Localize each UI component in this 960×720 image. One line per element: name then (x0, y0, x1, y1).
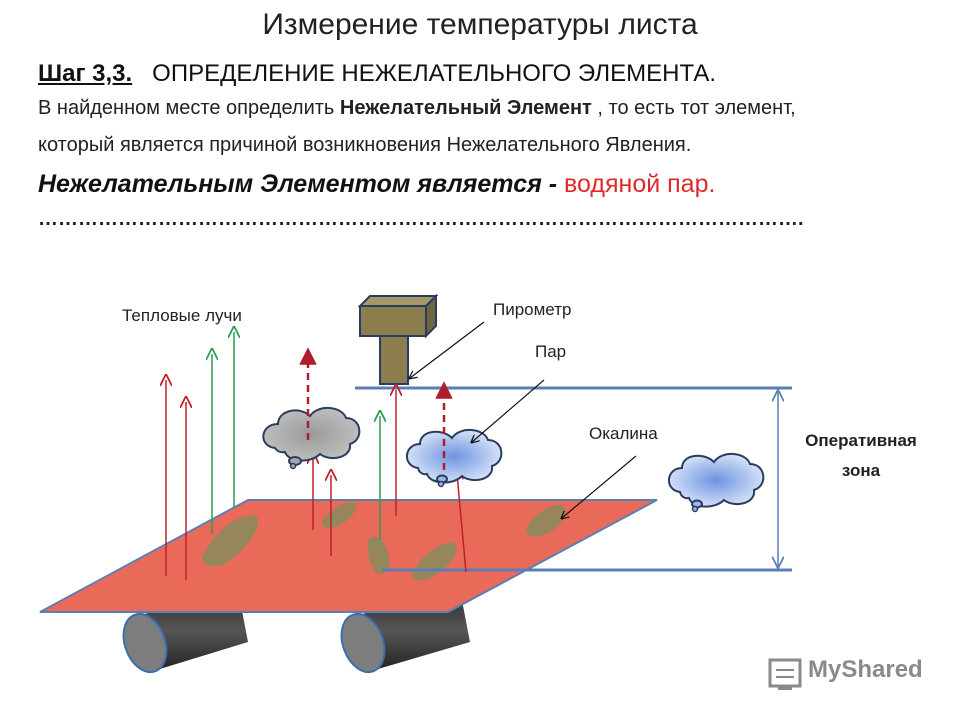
description-text-2: , то есть тот элемент, (591, 97, 796, 119)
description-line-2: который является причиной возникновения … (38, 134, 692, 156)
description-text-1: В найденном месте определить (38, 97, 340, 119)
scale-pointer (562, 455, 637, 518)
metal-sheet (39, 499, 658, 613)
scale-patch (367, 536, 390, 574)
slide-title: Измерение температуры листа (262, 8, 698, 41)
conclusion-answer: водяной пар. (564, 170, 716, 198)
scale-patches (202, 502, 566, 581)
description-line-1: В найденном месте определить Нежелательн… (38, 97, 796, 120)
pyrometer-pointer (410, 321, 485, 378)
pyrometer-label: Пирометр (493, 300, 572, 319)
heat-rays-green (212, 332, 380, 540)
myshared-watermark: MyShared (808, 656, 923, 683)
heat-rays-label: Тепловые лучи (122, 306, 242, 325)
description-bold-term: Нежелательный Элемент (339, 97, 592, 119)
steam-label: Пар (535, 342, 567, 361)
heat-rays-red (166, 380, 467, 580)
separator-dots: ……………………………………………………………………………………………………. (38, 208, 804, 230)
step-title: ОПРЕДЕЛЕНИЕ НЕЖЕЛАТЕЛЬНОГО ЭЛЕМЕНТА. (152, 60, 717, 87)
scale-label: Окалина (589, 424, 658, 443)
pyrometer-icon (357, 293, 439, 385)
scale-patch (525, 504, 566, 537)
step-heading: Шаг 3,3. ОПРЕДЕЛЕНИЕ НЕЖЕЛАТЕЛЬНОГО ЭЛЕМЕ… (38, 60, 716, 88)
heat-ray (457, 474, 467, 573)
steam-pointer (472, 379, 545, 442)
conclusion: Нежелательным Элементом является - водян… (38, 170, 715, 199)
myshared-logo-icon (768, 658, 802, 690)
operational-zone-label: Оперативная зона (782, 426, 940, 486)
steam-cloud-blue (406, 429, 503, 488)
steam-cloud-grey (262, 407, 361, 470)
operational-zone-label-line-1: Оперативная (805, 431, 917, 450)
steam-cloud-blue (668, 453, 765, 513)
operational-zone-label-line-2: зона (841, 461, 881, 480)
scale-patch (202, 515, 259, 567)
conclusion-prefix: Нежелательным Элементом является - (38, 170, 565, 198)
step-number: Шаг 3,3. (38, 60, 133, 87)
